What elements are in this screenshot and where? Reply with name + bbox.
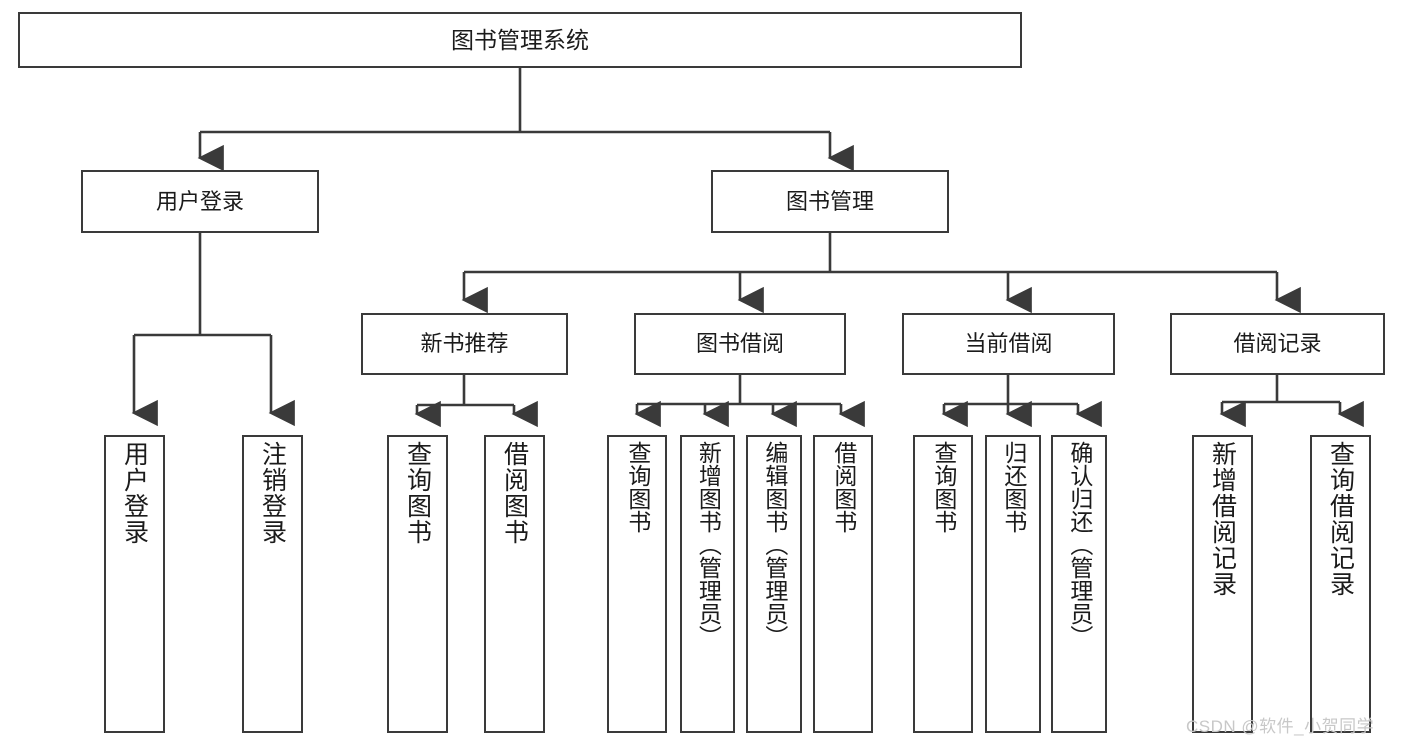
leaf-new-book-borrow[interactable]: 借阅图书 [484, 435, 545, 733]
node-label: 注销登录 [258, 441, 287, 545]
node-label: 查询图书 [624, 441, 651, 533]
node-borrow-record[interactable]: 借阅记录 [1170, 313, 1385, 375]
node-new-book-recommend[interactable]: 新书推荐 [361, 313, 568, 375]
leaf-book-borrow-borrow[interactable]: 借阅图书 [813, 435, 873, 733]
node-label: 新书推荐 [420, 331, 509, 357]
node-user-login[interactable]: 用户登录 [81, 170, 319, 233]
node-label: 新增图书（管理员） [695, 441, 722, 648]
leaf-book-borrow-query[interactable]: 查询图书 [607, 435, 667, 733]
node-label: 查询图书 [403, 441, 432, 545]
node-label: 归还图书 [1000, 441, 1027, 533]
node-label: 图书管理系统 [451, 26, 589, 53]
node-label: 用户登录 [120, 441, 149, 545]
node-label: 查询图书 [930, 441, 957, 533]
leaf-user-login-logout[interactable]: 注销登录 [242, 435, 303, 733]
leaf-current-borrow-confirm-return[interactable]: 确认归还（管理员） [1051, 435, 1107, 733]
leaf-borrow-record-add[interactable]: 新增借阅记录 [1192, 435, 1253, 733]
leaf-borrow-record-query[interactable]: 查询借阅记录 [1310, 435, 1371, 733]
node-label: 借阅图书 [830, 441, 857, 533]
leaf-user-login-login[interactable]: 用户登录 [104, 435, 165, 733]
node-label: 编辑图书（管理员） [761, 441, 788, 648]
leaf-book-borrow-edit[interactable]: 编辑图书（管理员） [746, 435, 802, 733]
node-label: 图书借阅 [695, 331, 784, 357]
leaf-book-borrow-add[interactable]: 新增图书（管理员） [680, 435, 735, 733]
node-current-borrow[interactable]: 当前借阅 [902, 313, 1115, 375]
node-root-system[interactable]: 图书管理系统 [18, 12, 1022, 68]
node-book-management[interactable]: 图书管理 [711, 170, 949, 233]
leaf-current-borrow-return[interactable]: 归还图书 [985, 435, 1041, 733]
watermark: CSDN @软件_小贺同学 [1186, 717, 1375, 736]
node-label: 借阅图书 [500, 441, 529, 545]
node-label: 确认归还（管理员） [1066, 441, 1093, 648]
node-label: 新增借阅记录 [1208, 441, 1237, 597]
node-label: 当前借阅 [964, 331, 1053, 357]
node-label: 图书管理 [785, 188, 874, 214]
node-book-borrow[interactable]: 图书借阅 [634, 313, 846, 375]
node-label: 查询借阅记录 [1326, 441, 1355, 597]
leaf-new-book-query[interactable]: 查询图书 [387, 435, 448, 733]
node-label: 借阅记录 [1233, 331, 1322, 357]
node-label: 用户登录 [155, 188, 244, 214]
leaf-current-borrow-query[interactable]: 查询图书 [913, 435, 973, 733]
